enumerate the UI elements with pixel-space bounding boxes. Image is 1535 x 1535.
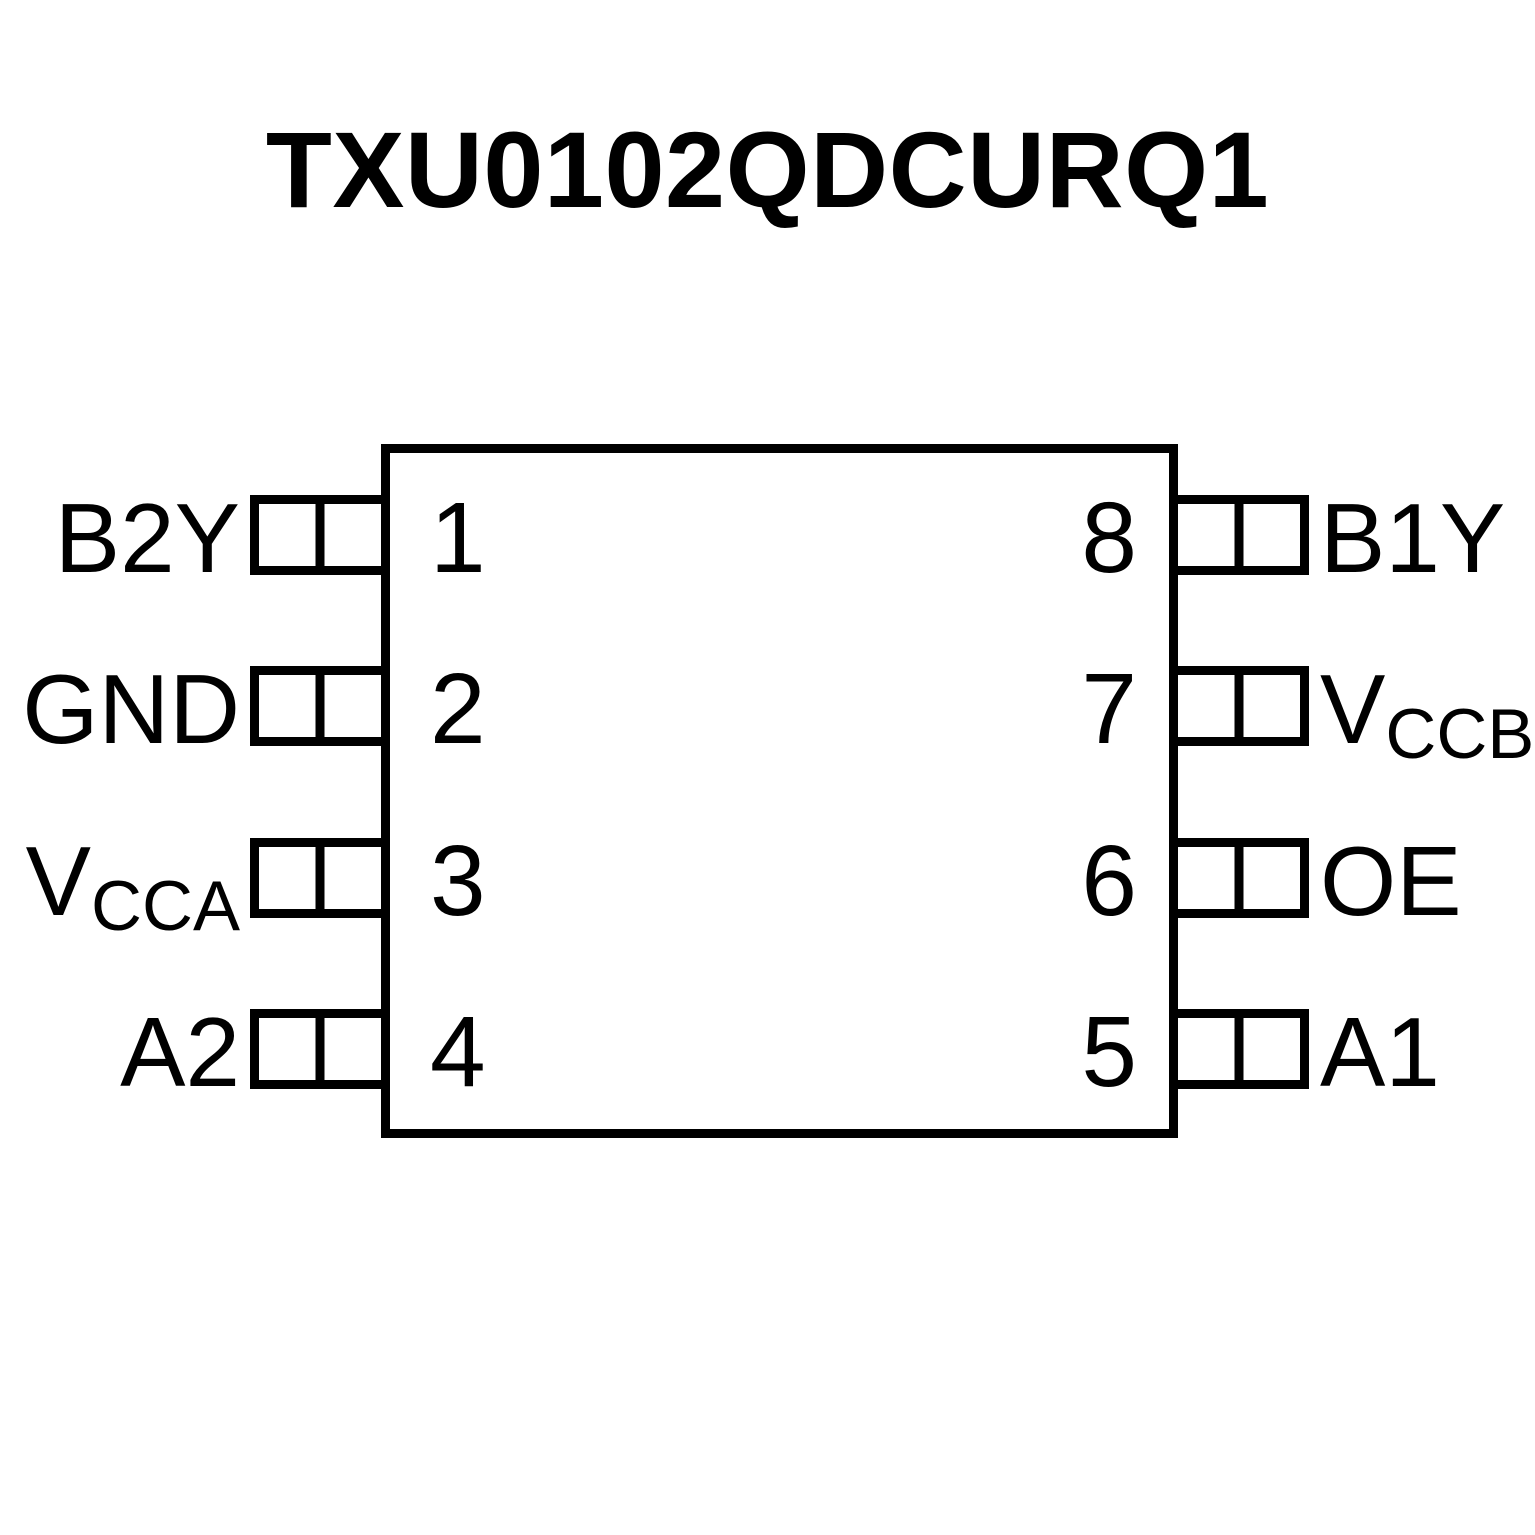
pin-label-oe: OE [1320,831,1462,931]
pin-label-base: B2Y [54,483,240,593]
pin-label-b2y: B2Y [0,488,240,588]
pin-label-base: V [1320,654,1386,764]
pad-divider [315,504,325,566]
chip-title: TXU0102QDCURQ1 [265,109,1270,230]
pin-label-a2: A2 [0,1002,240,1102]
pin-number-1: 1 [430,482,486,594]
pin-number-7: 7 [1081,653,1137,765]
pin-pad-6 [1169,838,1309,918]
pad-divider [1234,847,1244,909]
pin-label-base: OE [1320,826,1462,936]
pin-pad-7 [1169,666,1309,746]
pin-label-base: A1 [1320,997,1440,1107]
pin-label-base: GND [22,654,240,764]
pin-pad-3 [250,838,390,918]
pin-label-base: V [25,826,92,936]
pin-pad-2 [250,666,390,746]
pin-label-gnd: GND [0,659,240,759]
pin-label-base: A2 [120,997,240,1107]
pin-label-vcca: VCCA [0,831,240,941]
pin-pad-4 [250,1009,390,1089]
ic-body-outline [381,444,1178,1138]
pin-label-subscript: CCA [91,865,240,945]
pin-number-2: 2 [430,653,486,765]
pad-divider [1234,504,1244,566]
pin-label-base: B1Y [1320,483,1506,593]
pin-label-a1: A1 [1320,1002,1440,1102]
pin-number-3: 3 [430,825,486,937]
pad-divider [315,1018,325,1080]
pin-number-6: 6 [1081,825,1137,937]
pad-divider [1234,675,1244,737]
pad-divider [315,847,325,909]
pin-label-vccb: VCCB [1320,659,1534,769]
pin-number-5: 5 [1081,996,1137,1108]
pin-label-subscript: CCB [1385,693,1535,773]
pin-pad-1 [250,495,390,575]
pin-pad-8 [1169,495,1309,575]
pin-pad-5 [1169,1009,1309,1089]
pin-label-b1y: B1Y [1320,488,1505,588]
pad-divider [315,675,325,737]
pin-number-8: 8 [1081,482,1137,594]
pin-number-4: 4 [430,996,486,1108]
pad-divider [1234,1018,1244,1080]
